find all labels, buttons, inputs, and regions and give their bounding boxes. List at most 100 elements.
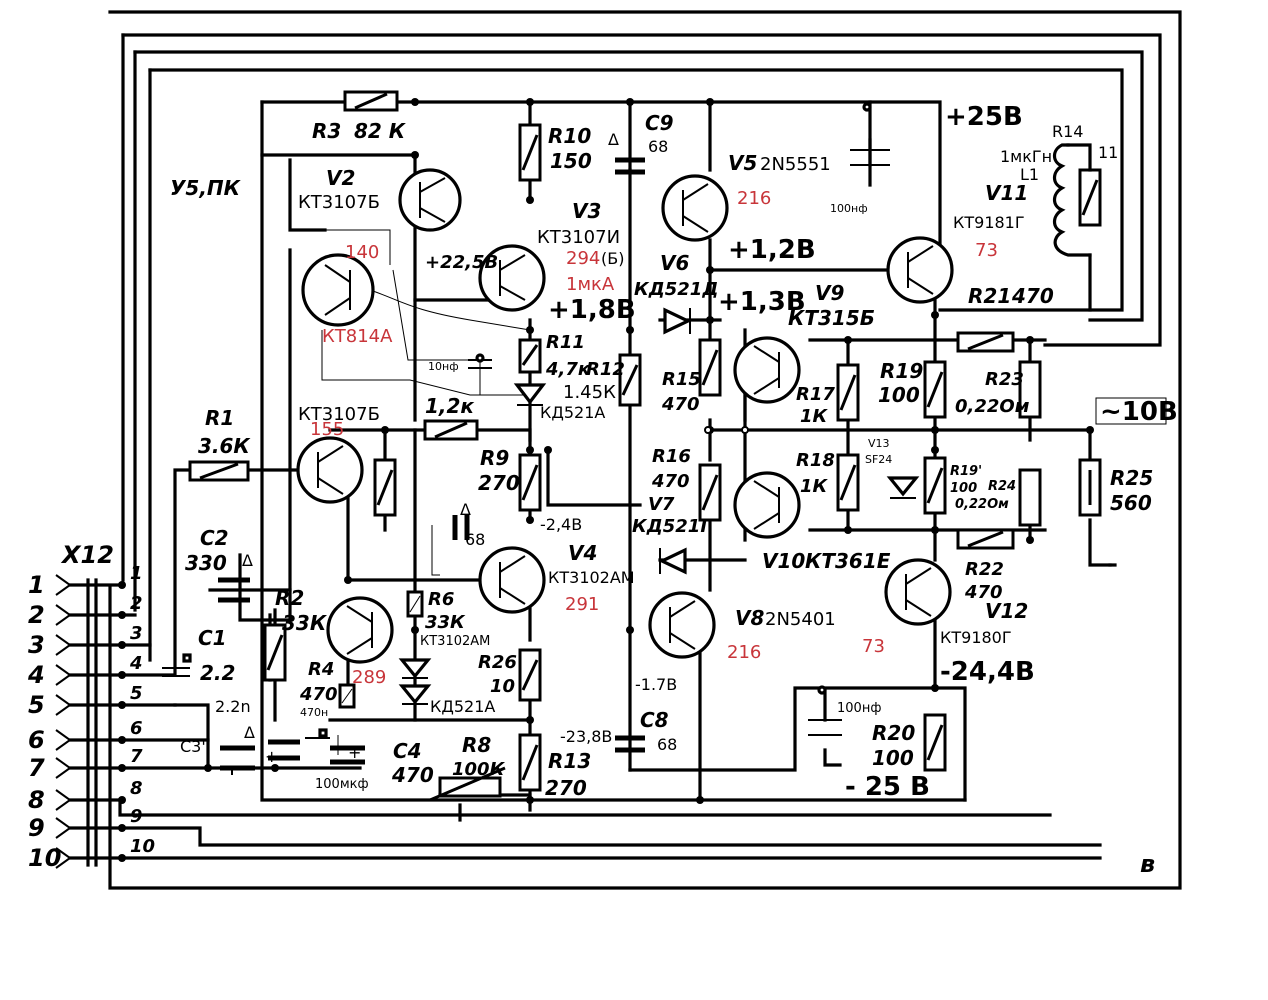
- l1-ref: L1: [1020, 165, 1039, 184]
- resistor-r19b: [923, 456, 947, 515]
- c4-ref: C4: [393, 739, 422, 763]
- transistor-v8: [648, 591, 716, 659]
- kt3102am-type: КТ3102АМ: [420, 634, 490, 649]
- diode-kd521a-a: [398, 658, 432, 679]
- transistor-v2: [398, 168, 462, 232]
- resistor-r15: [698, 338, 722, 397]
- connector-line-1: 1: [130, 563, 143, 584]
- v11-ref: V11: [985, 181, 1028, 205]
- capacitor-c9: Δ: [608, 130, 645, 175]
- resistor-r26: [518, 648, 542, 702]
- v2-type: КТ3107Б: [298, 192, 380, 213]
- rail-ac-label: ~10В: [1100, 397, 1178, 427]
- connector-line-9: 9: [130, 806, 143, 827]
- resistor-r23: [1018, 360, 1042, 419]
- resistor-r4: [338, 683, 356, 709]
- r8-val: 100К: [452, 759, 506, 780]
- r10-ref: R10: [548, 124, 591, 148]
- l1-val: 1мкГн: [1000, 147, 1052, 166]
- connector-line-2: 2: [130, 593, 143, 614]
- resistor-r1: [188, 460, 250, 482]
- resistor-r8: [429, 766, 506, 802]
- capacitor-c1: [162, 653, 192, 677]
- c3-val: 2.2n: [215, 697, 251, 716]
- connector-dot: [118, 671, 126, 679]
- v7-type: КД521Г: [632, 516, 713, 537]
- connector-chevron: [55, 664, 72, 686]
- v5-ref: V5: [728, 151, 757, 175]
- rail-neg-label: - 25 В: [845, 772, 930, 802]
- resistor-r14: [1078, 168, 1102, 227]
- transistor-289: [326, 596, 394, 664]
- ann-216-v8: 216: [727, 642, 761, 663]
- diode-v7: [658, 547, 687, 575]
- resistor-r19: [923, 360, 947, 419]
- r22-ref: R22: [965, 559, 1004, 580]
- svg-text:Δ: Δ: [460, 500, 471, 519]
- resistor-r16: [698, 463, 722, 522]
- resistor-r22: [956, 528, 1015, 550]
- ann-294: 294: [566, 248, 600, 269]
- transistor-v11: [886, 236, 954, 304]
- resistor-r25: [1078, 458, 1102, 517]
- diodes: [398, 307, 920, 705]
- r15-val: 470: [661, 394, 700, 415]
- grounds: [231, 563, 1112, 775]
- r16-ref: R16: [652, 446, 691, 467]
- connector-chevron: [55, 574, 72, 596]
- connector-line-4: 4: [129, 653, 143, 674]
- ann-140: 140: [345, 242, 379, 263]
- corner-label: в: [1140, 850, 1155, 878]
- connector-dot: [118, 854, 126, 862]
- c8-val: 68: [657, 735, 677, 754]
- transistor-v9: [733, 336, 801, 404]
- connector-chevron: [55, 817, 72, 839]
- c9-val: 68: [648, 137, 668, 156]
- r2-ref: R2: [275, 586, 304, 610]
- r17-ref: R17: [796, 384, 835, 405]
- resistor-1k2: [423, 419, 479, 441]
- c9-ref: C9: [645, 111, 674, 135]
- transistor-v4: [478, 546, 546, 614]
- connector-dot: [118, 736, 126, 744]
- connector-line-6: 6: [130, 718, 143, 739]
- r13-val: 270: [545, 776, 587, 800]
- svg-text:Δ: Δ: [244, 723, 255, 742]
- v4-type: КТ3102АМ: [548, 568, 635, 587]
- kt814a-type: КТ814А: [322, 326, 393, 347]
- r25-ref: R25: [1110, 466, 1153, 490]
- c100mkf-val: 100мкф: [315, 777, 369, 792]
- transistors: [296, 168, 954, 664]
- transistor-v10: [733, 471, 801, 539]
- capacitor-10nf: [468, 353, 492, 369]
- connector-chevron: [55, 634, 72, 656]
- rail-pos-label: +25В: [945, 102, 1023, 132]
- connector-dot: [118, 641, 126, 649]
- v-1-8: +1,8В: [548, 295, 636, 325]
- connector-dot: [118, 581, 126, 589]
- c2-val: 330: [185, 551, 227, 575]
- resistor-r9: [518, 453, 542, 512]
- c1-ref: C1: [198, 626, 227, 650]
- v5-type: 2N5551: [760, 154, 831, 175]
- transistor-155: [296, 436, 364, 504]
- capacitor-c3: Δ: [220, 723, 255, 771]
- rail-ac-box: [1095, 397, 1167, 425]
- v-23-8: -23,8В: [560, 727, 612, 746]
- transistor-v3: [478, 244, 546, 312]
- diode-v13: [886, 476, 920, 499]
- resistor-r5: [373, 458, 397, 517]
- v-2-4: -2,4В: [540, 515, 582, 534]
- connector-chevron: [55, 729, 72, 751]
- resistor-r24: [1018, 468, 1042, 527]
- r12-ref: R12: [586, 359, 625, 380]
- v13-ref: V13: [868, 437, 890, 450]
- connector-line-7: 7: [130, 746, 143, 767]
- capacitor-c470n: [305, 728, 330, 739]
- c2-ref: C2: [200, 526, 229, 550]
- resistor-r12: [618, 353, 642, 407]
- rail-neg-out-label: -24,4В: [940, 657, 1035, 687]
- capacitor-c4: [330, 745, 365, 765]
